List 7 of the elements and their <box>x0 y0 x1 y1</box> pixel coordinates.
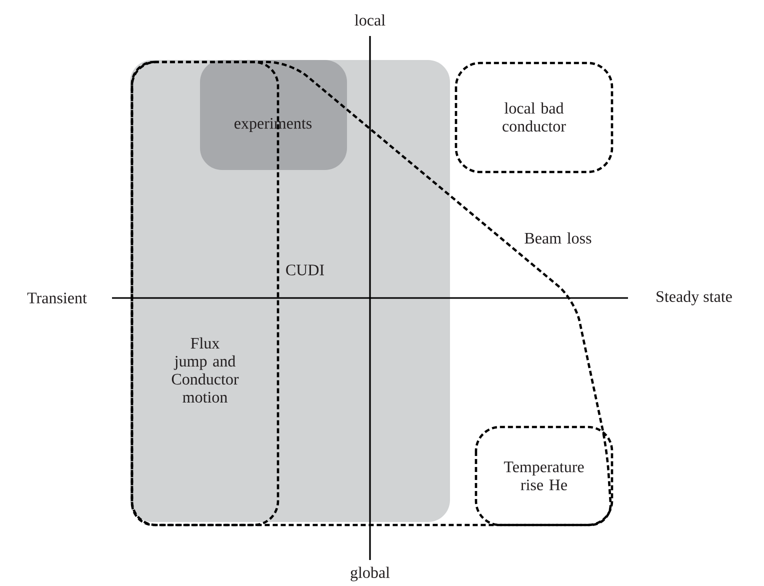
shaded-box: experiments <box>200 60 347 170</box>
dashed-box: Temperature rise He <box>474 426 614 526</box>
axis-label: Steady state <box>656 290 732 306</box>
axis-label: local <box>354 14 386 26</box>
axis-label: global <box>350 566 390 582</box>
axis-label: Transient <box>27 292 87 304</box>
dashed-box: local bad conductor <box>454 62 614 174</box>
